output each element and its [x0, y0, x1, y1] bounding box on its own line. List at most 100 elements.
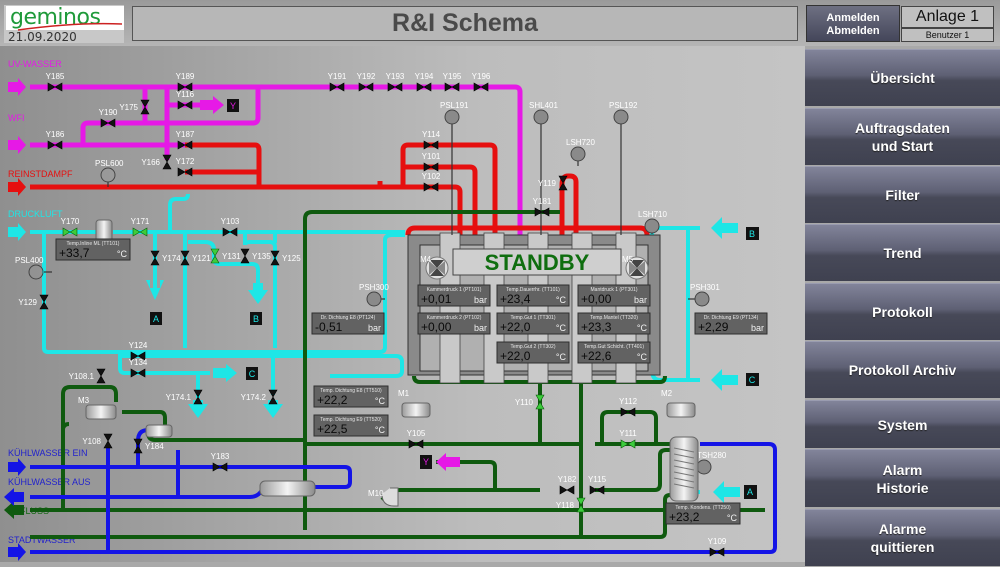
heat-exchanger-1-icon[interactable] — [145, 424, 173, 438]
valve-y110-icon[interactable] — [535, 394, 545, 410]
valve-y101-icon[interactable] — [423, 162, 439, 172]
login-logout-button[interactable]: Anmelden Abmelden — [806, 5, 900, 42]
valve-y189-icon[interactable] — [177, 82, 193, 92]
uv-wfi-arrows — [8, 78, 224, 154]
valve-y171-icon[interactable] — [132, 227, 148, 237]
nav-button-8[interactable]: Alarme quittieren — [805, 509, 1000, 566]
reading-unit: °C — [637, 323, 648, 333]
valve-y105-icon[interactable] — [408, 439, 424, 449]
connector-c-right[interactable] — [746, 373, 759, 386]
sensor-shl401-label: SHL401 — [529, 101, 558, 110]
motor-m4-label: M4 — [420, 255, 432, 264]
nav-button-6[interactable]: System — [805, 400, 1000, 448]
valve-y121-label: Y121 — [192, 254, 211, 263]
motor-m1-icon[interactable] — [401, 402, 431, 418]
heat-exchanger-2-icon[interactable] — [259, 480, 316, 497]
valve-y131-icon[interactable] — [210, 248, 220, 264]
valve-y182-icon[interactable] — [559, 485, 575, 495]
connector-c-left[interactable] — [246, 367, 258, 380]
nav-button-1[interactable]: Auftragsdaten und Start — [805, 108, 1000, 165]
valve-y174-icon[interactable] — [150, 250, 160, 266]
nav-button-4[interactable]: Protokoll — [805, 283, 1000, 340]
condenser-vessel-icon[interactable] — [669, 436, 699, 502]
valve-y174-label: Y174 — [162, 254, 181, 263]
valve-y194-icon[interactable] — [416, 82, 432, 92]
valve-y187-icon[interactable] — [177, 140, 193, 150]
valve-y116-icon[interactable] — [177, 100, 193, 110]
connector-b-left[interactable] — [250, 312, 262, 325]
valve-y184-icon[interactable] — [133, 438, 143, 454]
valve-y134-icon[interactable] — [130, 368, 146, 378]
valve-y111-label: Y111 — [619, 429, 637, 438]
valve-y115-icon[interactable] — [589, 485, 605, 495]
plant-name: Anlage 1 — [901, 6, 994, 28]
connector-b-left-label: B — [253, 314, 259, 324]
valve-y183-icon[interactable] — [212, 462, 228, 472]
valve-y103-icon[interactable] — [222, 227, 238, 237]
reading-unit: °C — [375, 396, 386, 406]
motor-m2-icon[interactable] — [666, 402, 696, 418]
valve-y109-icon[interactable] — [709, 547, 725, 557]
valve-y121-icon[interactable] — [180, 250, 190, 266]
valve-y190-icon[interactable] — [100, 118, 116, 128]
valve-y118-icon[interactable] — [576, 497, 586, 513]
fan-m5-icon[interactable] — [625, 256, 649, 280]
connector-y-top-label: Y — [230, 101, 236, 111]
valve-y134-label: Y134 — [129, 358, 148, 367]
valve-y192-icon[interactable] — [358, 82, 374, 92]
fan-m4-icon[interactable] — [425, 256, 449, 280]
valve-y124-icon[interactable] — [130, 351, 146, 361]
valve-y129-icon[interactable] — [39, 294, 49, 310]
sensor-psl400-label: PSL400 — [15, 256, 44, 265]
valve-y135-icon[interactable] — [240, 248, 250, 264]
valve-y193-icon[interactable] — [387, 82, 403, 92]
nav-button-7[interactable]: Alarm Historie — [805, 449, 1000, 507]
valve-y174_2-icon[interactable] — [268, 389, 278, 405]
login-label[interactable]: Anmelden — [826, 12, 880, 24]
stream-label-abfluss: ABFLUSS — [8, 506, 49, 516]
valve-y112-icon[interactable] — [620, 407, 636, 417]
valve-y181-icon[interactable] — [534, 207, 550, 217]
valve-y170-icon[interactable] — [62, 227, 78, 237]
valve-y166-icon[interactable] — [162, 154, 172, 170]
reading-value: +23,2 — [669, 510, 700, 524]
nav-button-0[interactable]: Übersicht — [805, 49, 1000, 106]
connector-a-left[interactable] — [150, 312, 162, 325]
valve-y102-icon[interactable] — [423, 182, 439, 192]
valve-y185-icon[interactable] — [47, 82, 63, 92]
valve-y111-icon[interactable] — [620, 439, 636, 449]
sensor-psl600-icon — [100, 167, 116, 183]
reading-label: Temp.Gut 2 (TT302) — [510, 344, 555, 350]
motor-m10-icon[interactable] — [381, 487, 399, 507]
connector-y-top[interactable] — [227, 99, 239, 112]
sensor-tsh280-icon — [696, 459, 712, 475]
valve-y174_1-icon[interactable] — [193, 389, 203, 405]
valve-y129-label: Y129 — [18, 298, 37, 307]
nav-button-2[interactable]: Filter — [805, 166, 1000, 223]
reading-label: Temp. Dichtung E8 (TT510) — [320, 388, 382, 394]
stream-label-uv-wasser: UV-WASSER — [8, 59, 62, 69]
valve-y108_1-label: Y108.1 — [69, 372, 95, 381]
connector-y-bottom[interactable] — [420, 455, 432, 469]
valve-y108_1-icon[interactable] — [96, 368, 106, 384]
connector-a-right[interactable] — [744, 485, 757, 499]
valve-y195-icon[interactable] — [444, 82, 460, 92]
valve-y186-icon[interactable] — [47, 140, 63, 150]
valve-y196-icon[interactable] — [473, 82, 489, 92]
motor-m3-icon[interactable] — [85, 404, 117, 420]
logout-label[interactable]: Abmelden — [826, 25, 880, 37]
valve-y114-icon[interactable] — [423, 140, 439, 150]
air-pipes — [30, 193, 700, 398]
valve-y108-icon[interactable] — [103, 433, 113, 449]
valve-y119-icon[interactable] — [558, 175, 568, 191]
reading-value: +23,3 — [581, 320, 612, 334]
valve-y172-icon[interactable] — [177, 167, 193, 177]
nav-button-3[interactable]: Trend — [805, 224, 1000, 281]
valve-y175-icon[interactable] — [140, 99, 150, 115]
valve-y125-icon[interactable] — [270, 250, 280, 266]
valve-y116-label: Y116 — [176, 90, 195, 99]
valve-y191-icon[interactable] — [329, 82, 345, 92]
connector-b-right[interactable] — [746, 227, 759, 240]
nav-button-5[interactable]: Protokoll Archiv — [805, 341, 1000, 398]
